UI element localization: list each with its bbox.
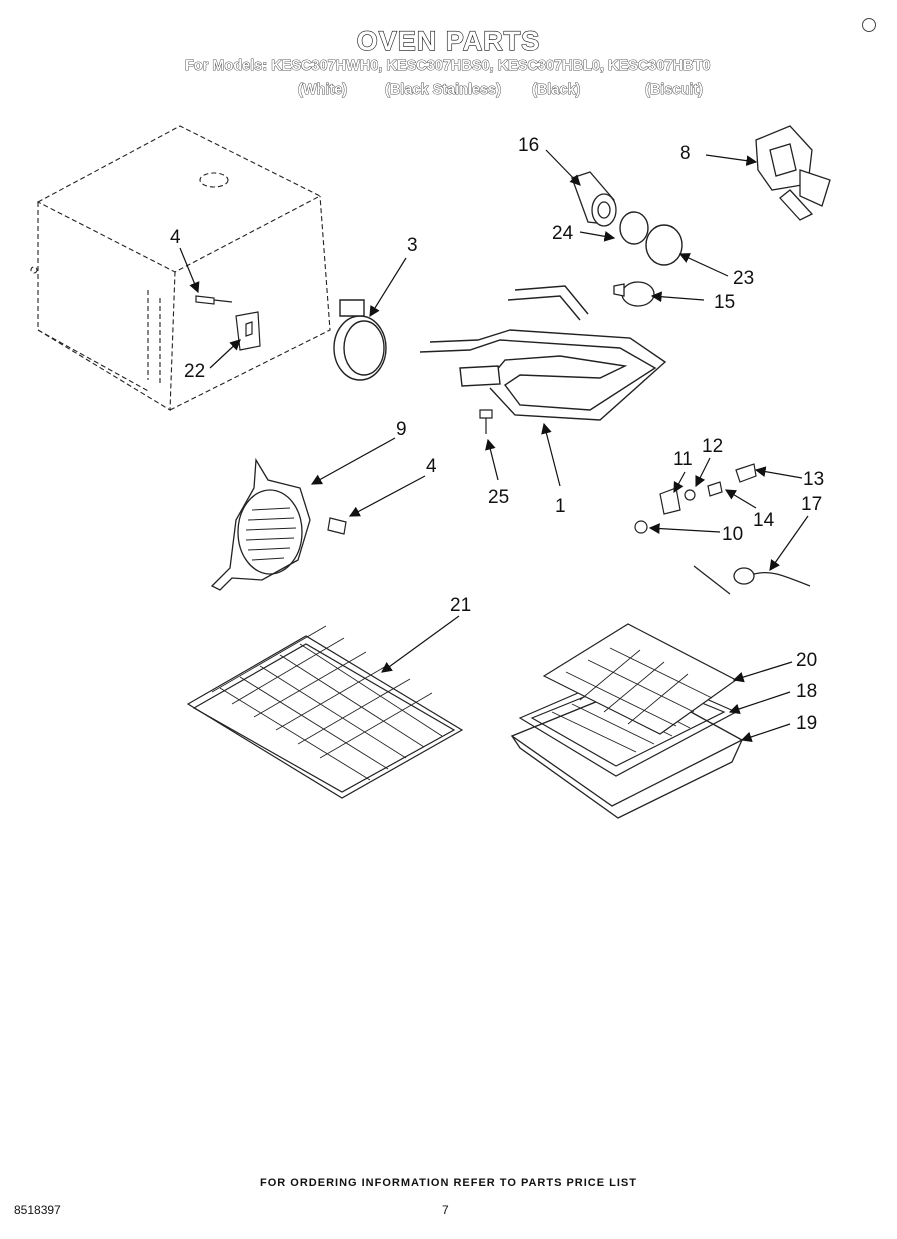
callout-1: 1	[555, 496, 566, 517]
callout-18: 18	[796, 681, 817, 702]
sensor-clip-part-13	[735, 463, 757, 483]
nut-part-10	[634, 520, 648, 534]
screw-part-4-top	[195, 295, 233, 305]
callout-15: 15	[714, 292, 735, 313]
ordering-note: FOR ORDERING INFORMATION REFER TO PARTS …	[260, 1177, 637, 1189]
callout-25: 25	[488, 487, 509, 508]
finish-label-black-stainless: (Black Stainless)	[385, 82, 502, 99]
page-number: 7	[442, 1203, 449, 1217]
fan-cover-part-9	[210, 457, 311, 591]
models-line: For Models: KESC307HWH0, KESC307HBS0, KE…	[185, 58, 711, 75]
callout-21: 21	[450, 595, 471, 616]
screw-part-25	[479, 409, 493, 434]
fan-shroud-part-3	[333, 299, 387, 381]
bracket-part-22	[235, 311, 261, 351]
corner-mark	[862, 18, 876, 32]
finish-label-biscuit: (Biscuit)	[645, 82, 704, 99]
callout-17: 17	[801, 494, 822, 515]
gasket-part-24	[619, 211, 649, 245]
callout-16: 16	[518, 135, 539, 156]
callout-22: 22	[184, 361, 205, 382]
callout-9: 9	[396, 419, 407, 440]
callout-20: 20	[796, 650, 817, 671]
callout-4-top: 4	[170, 227, 181, 248]
document-number: 8518397	[14, 1203, 61, 1217]
screw-part-4-bottom	[327, 517, 347, 535]
bulb-part-15	[613, 281, 655, 307]
oven-rack-part-21	[186, 625, 464, 799]
callout-12: 12	[702, 436, 723, 457]
page-title: OVEN PARTS	[356, 25, 541, 56]
oven-cavity-outline	[30, 125, 331, 411]
callout-14: 14	[753, 510, 775, 531]
spring-part-12	[684, 489, 696, 501]
finish-label-black: (Black)	[532, 82, 581, 99]
sensor-probe-part-17	[693, 565, 811, 595]
light-socket-part-16	[571, 171, 617, 227]
bake-element-part-1	[419, 285, 667, 421]
callout-3: 3	[407, 235, 418, 256]
callout-23: 23	[733, 268, 754, 289]
finish-label-white: (White)	[298, 82, 348, 99]
small-parts-group	[634, 463, 757, 534]
lens-part-23	[645, 224, 683, 266]
callout-8: 8	[680, 143, 691, 164]
sleeve-part-14	[707, 481, 723, 497]
leader-lines	[179, 149, 809, 743]
callout-19: 19	[796, 713, 817, 734]
bracket-part-11	[659, 487, 681, 515]
callout-13: 13	[803, 469, 824, 490]
callout-11: 11	[673, 449, 693, 470]
fan-motor-part-8	[755, 125, 831, 221]
callout-24: 24	[552, 223, 574, 244]
callout-10: 10	[722, 524, 743, 545]
callout-4-bottom: 4	[426, 456, 437, 477]
broiler-cover-part-20	[542, 623, 738, 735]
